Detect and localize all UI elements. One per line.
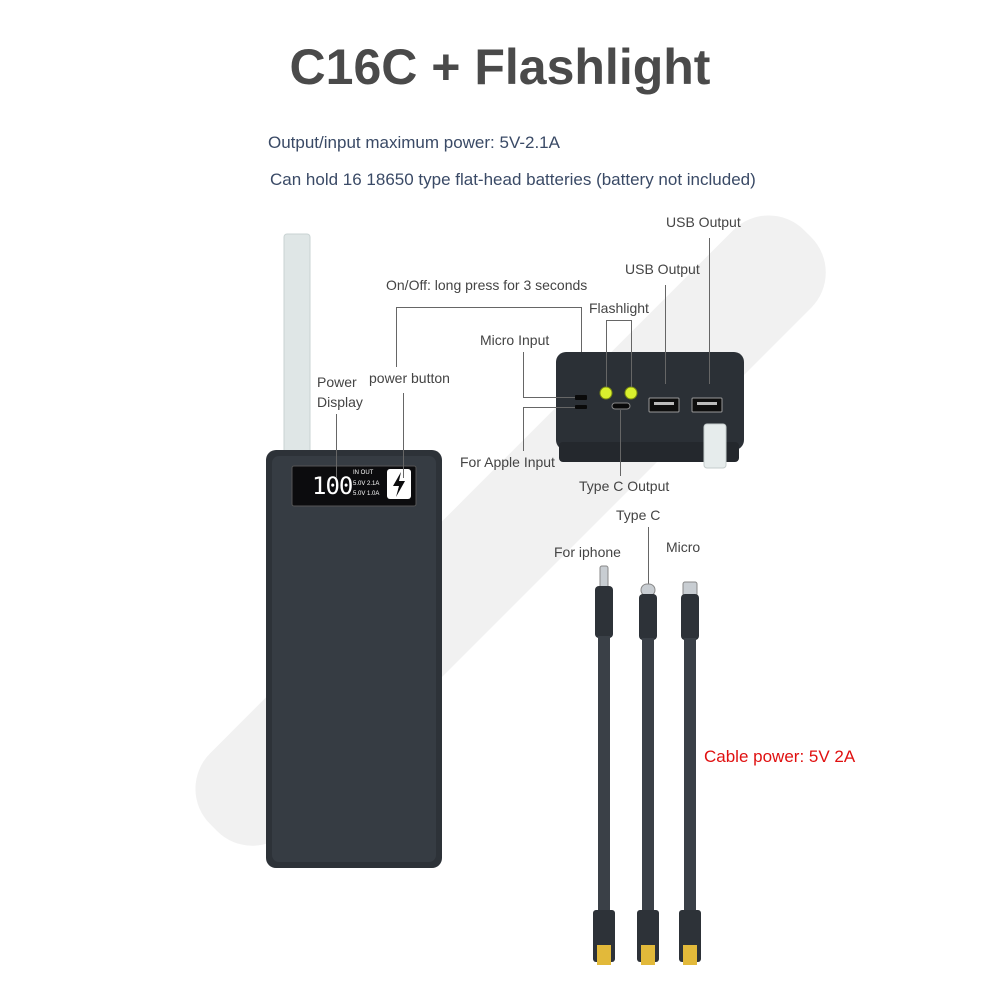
on-off-leader-h (396, 307, 581, 308)
iphone-cable (593, 565, 615, 965)
apple-input-leader-h (523, 407, 575, 408)
cable-type-c-label: Type C (616, 507, 661, 523)
display-percentage: 100 (312, 472, 353, 500)
apple-input-label: For Apple Input (460, 454, 555, 470)
usb-output-leader-1 (709, 238, 710, 384)
page-title: C16C + Flashlight (289, 39, 711, 95)
power-button-leader (403, 393, 404, 478)
usb-output-leader-2 (665, 285, 666, 384)
display-rating-2: 5.0V 1.0A (353, 491, 380, 497)
bolt-icon (387, 469, 411, 499)
power-bank-face (272, 456, 436, 862)
lanyard-strap (283, 233, 311, 460)
type-c-output-port (611, 402, 631, 410)
power-display-leader (336, 414, 337, 478)
flashlight-label: Flashlight (589, 300, 649, 316)
power-display-screen (291, 465, 417, 507)
usb-output-label-1: USB Output (666, 214, 741, 230)
apple-input-port (575, 405, 587, 409)
power-display-label-1: Power (317, 374, 357, 390)
flashlight-leader-h (606, 320, 632, 321)
display-in-out: IN OUT (353, 470, 374, 476)
flashlight-led-1 (599, 386, 613, 400)
power-bank-front-view (266, 233, 442, 868)
spec-battery-capacity: Can hold 16 18650 type flat-head batteri… (270, 170, 756, 189)
cable-type-c-leader (648, 527, 649, 585)
cable-micro-label: Micro (666, 539, 701, 555)
type-c-output-leader (620, 410, 621, 476)
strap-tab (703, 423, 727, 469)
spec-max-power: Output/input maximum power: 5V-2.1A (268, 133, 560, 152)
on-off-leader-v (396, 307, 397, 367)
watermark-graphic (195, 215, 826, 846)
apple-input-leader-v (523, 407, 524, 451)
power-display-label-2: Display (317, 394, 363, 410)
power-bank-port-view (556, 352, 744, 469)
micro-cable (679, 581, 701, 965)
micro-input-label: Micro Input (480, 332, 550, 348)
type-c-output-label: Type C Output (579, 478, 670, 494)
usb-output-label-2: USB Output (625, 261, 700, 277)
micro-input-port (575, 395, 587, 400)
on-off-label: On/Off: long press for 3 seconds (386, 277, 588, 293)
cables-illustration (593, 565, 701, 965)
flashlight-led-2 (624, 386, 638, 400)
flashlight-leader-v1 (606, 320, 607, 387)
micro-input-leader-h (523, 397, 575, 398)
display-rating-1: 5.0V 2.1A (353, 481, 380, 487)
power-button-label: power button (369, 370, 450, 386)
cable-iphone-label: For iphone (554, 544, 621, 560)
micro-input-leader-v (523, 352, 524, 397)
port-panel-base (559, 442, 739, 462)
type-c-cable (637, 583, 659, 965)
flashlight-leader-v2 (631, 320, 632, 387)
cable-power-label: Cable power: 5V 2A (704, 747, 856, 766)
